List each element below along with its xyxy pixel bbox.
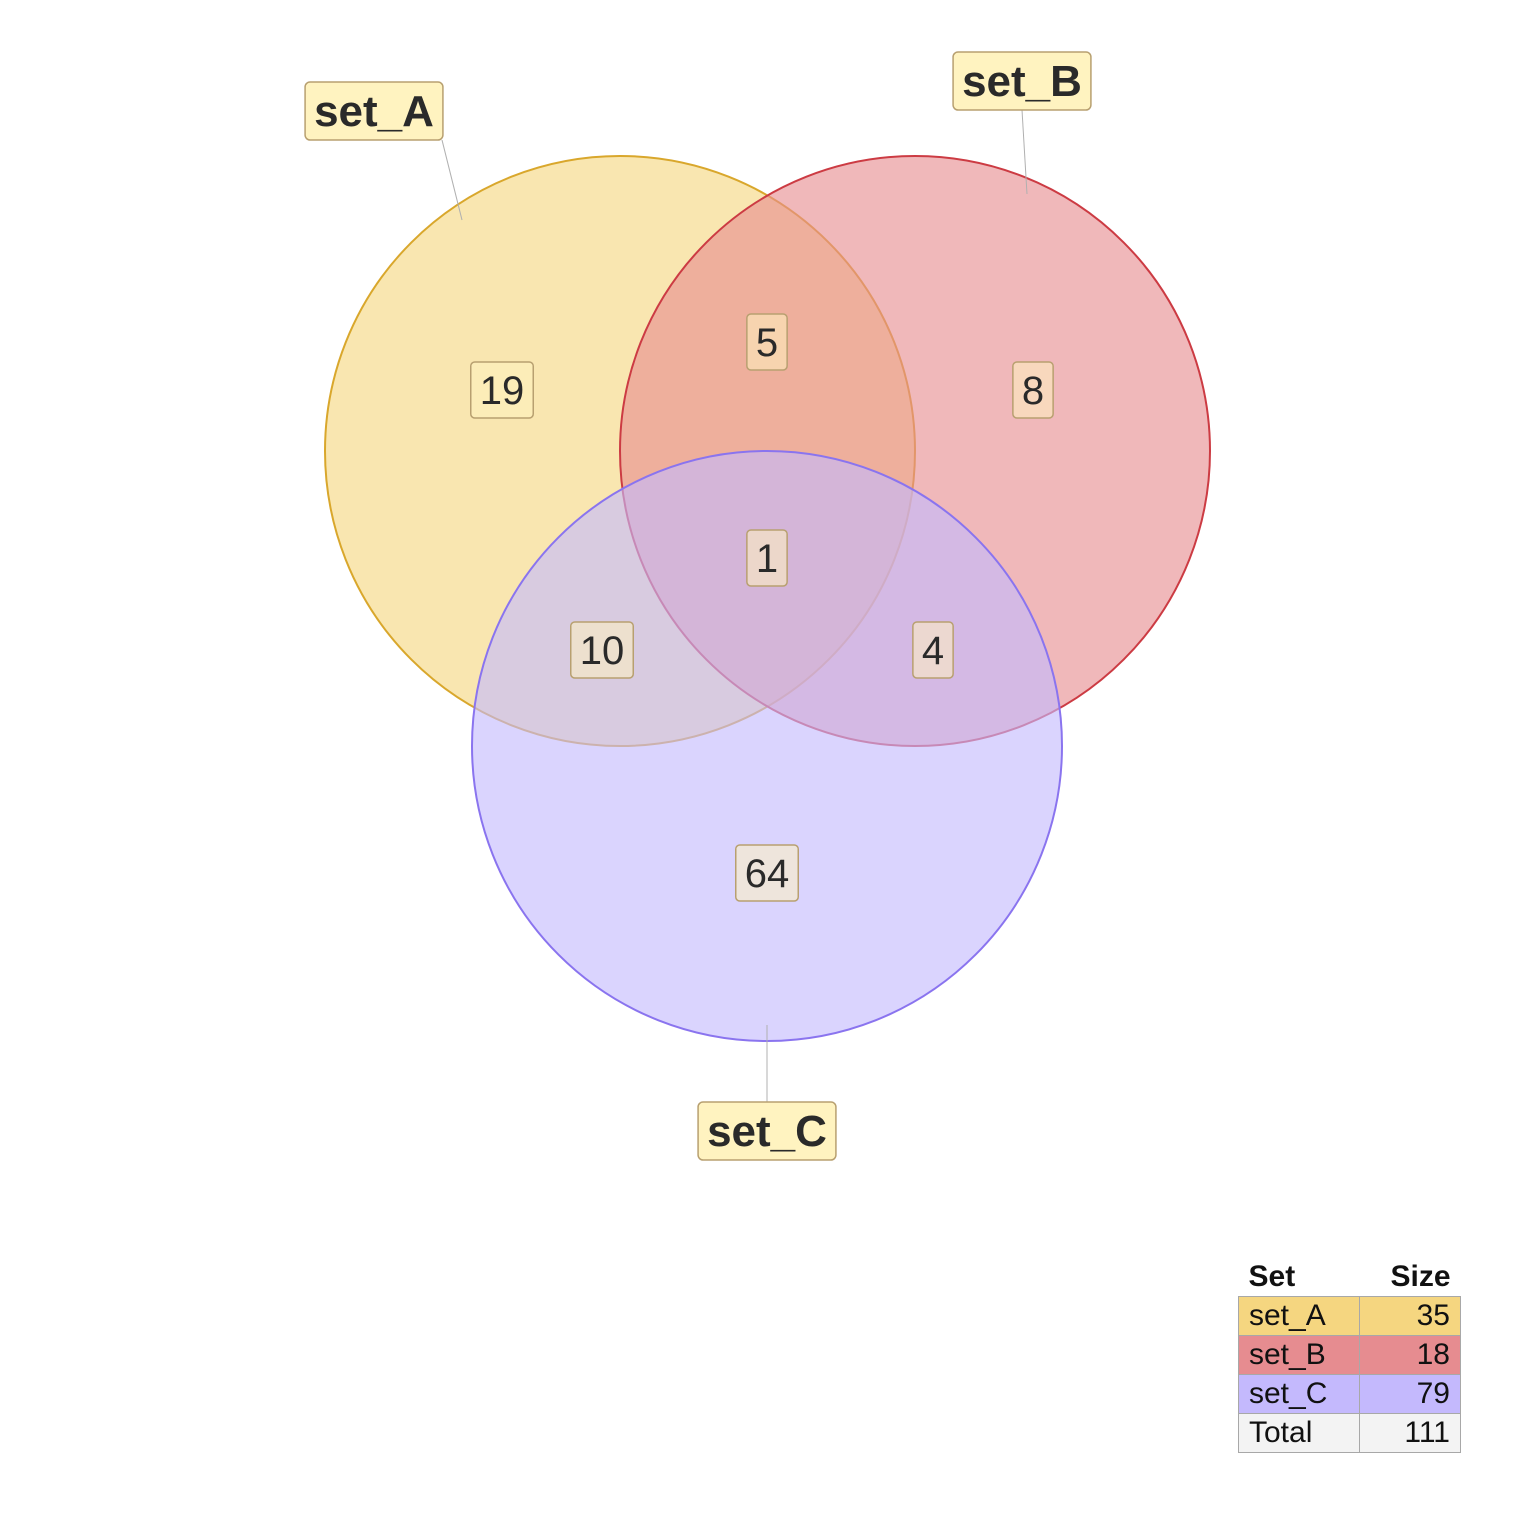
row-set-b-size: 18	[1359, 1335, 1461, 1375]
region-count-box	[746, 529, 788, 587]
region-count-set-a-set-b-set-c: 1	[746, 529, 788, 587]
label-leader-lines	[441, 109, 1028, 1102]
region-count-box	[1012, 361, 1054, 419]
row-total-size: 111	[1359, 1413, 1461, 1453]
header-set: Set	[1248, 1260, 1296, 1293]
row-set-b-name: set_B	[1238, 1335, 1360, 1375]
region-count-box	[735, 844, 799, 902]
set-label-text: set_C	[707, 1107, 827, 1156]
set-label-box	[304, 81, 444, 141]
row-set-c-size: 79	[1359, 1374, 1461, 1414]
region-count-set-a-set-b: 5	[746, 313, 788, 371]
region-count-box	[570, 621, 634, 679]
set-label-box	[952, 51, 1092, 111]
region-count-text: 1	[756, 537, 778, 581]
region-count-text: 4	[922, 629, 944, 673]
table-row: set_B 18	[1238, 1335, 1461, 1375]
region-count-set-c: 64	[735, 844, 799, 902]
region-count-text: 8	[1022, 369, 1044, 413]
set-label-set-c: set_C	[697, 1101, 837, 1161]
region-count-set-a: 19	[470, 361, 534, 419]
region-count-box	[470, 361, 534, 419]
leader-line-set-b	[1021, 109, 1028, 195]
region-count-set-a-set-c: 10	[570, 621, 634, 679]
region-count-text: 19	[480, 369, 525, 413]
region-count-set-b: 8	[1012, 361, 1054, 419]
region-count-labels: 19 8 64 5 10 4 1	[470, 313, 1054, 902]
row-set-a-size: 35	[1359, 1296, 1461, 1336]
row-set-a-name: set_A	[1238, 1296, 1360, 1336]
region-count-box	[912, 621, 954, 679]
set-label-box	[697, 1101, 837, 1161]
region-count-box	[746, 313, 788, 371]
region-count-text: 5	[756, 321, 778, 365]
region-count-set-b-set-c: 4	[912, 621, 954, 679]
set-label-set-a: set_A	[304, 81, 444, 141]
set-name-labels: set_A set_B set_C	[304, 51, 1092, 1161]
row-set-c-name: set_C	[1238, 1374, 1360, 1414]
header-size: Size	[1390, 1260, 1451, 1293]
set-circles	[324, 155, 1211, 1042]
table-row: Total 111	[1238, 1413, 1461, 1453]
region-count-text: 64	[745, 852, 790, 896]
table-row: set_C 79	[1238, 1374, 1461, 1414]
set-label-set-b: set_B	[952, 51, 1092, 111]
table-header-row: Set Size	[1239, 1258, 1461, 1297]
set-size-table: Set Size set_A 35 set_B 18 set_C 79 Tota…	[1238, 1258, 1461, 1453]
set-label-text: set_A	[314, 87, 434, 136]
leader-line-set-a	[441, 139, 463, 221]
set-label-text: set_B	[962, 57, 1082, 106]
row-total-name: Total	[1238, 1413, 1360, 1453]
table-row: set_A 35	[1238, 1296, 1461, 1336]
region-count-text: 10	[580, 629, 625, 673]
